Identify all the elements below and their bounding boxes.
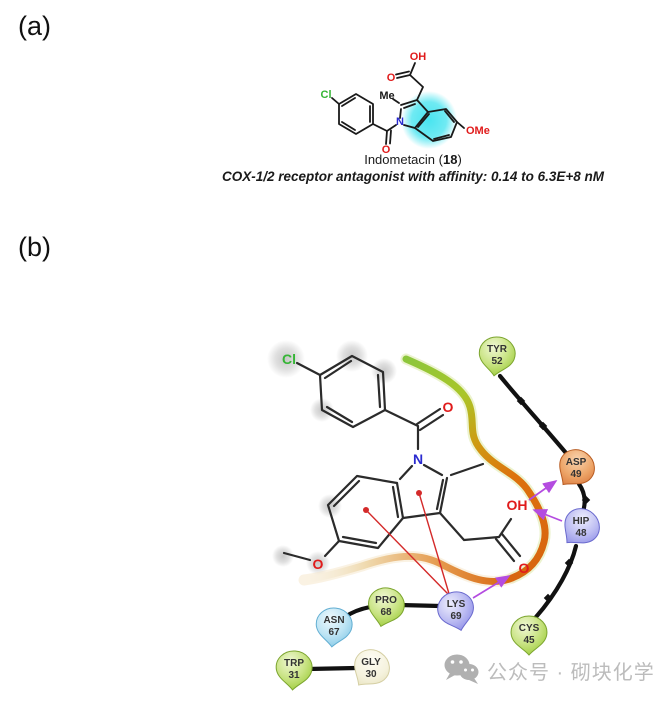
molecule-a: Cl Me N O O OH OMe <box>321 51 490 156</box>
svg-text:69: 69 <box>450 611 462 622</box>
svg-text:ASN: ASN <box>323 615 344 626</box>
oh-label-a: OH <box>410 51 427 63</box>
subcaption-a: COX-1/2 receptor antagonist with affinit… <box>222 169 605 184</box>
indole-benzene-doubles-a <box>417 110 455 140</box>
backbone-trp31-gly30 <box>305 665 359 672</box>
solvent-ribbon <box>298 353 551 587</box>
chlorophenyl-doubles-b <box>323 359 382 424</box>
ome-bond-a <box>456 121 465 129</box>
ribbon-top-underlay <box>400 353 551 584</box>
svg-text:GLY: GLY <box>361 657 381 668</box>
svg-text:48: 48 <box>575 528 587 539</box>
chlorophenyl-double-bonds-a <box>341 97 371 131</box>
methoxy-bonds-b <box>282 539 341 562</box>
o-acid-label-b: O <box>519 560 530 576</box>
cl-label-b: Cl <box>282 351 296 367</box>
o-amide-label-b: O <box>443 399 454 415</box>
panel-b-label: (b) <box>18 232 51 262</box>
ome-label-a: OMe <box>466 125 490 137</box>
benzoyl-bonds-b <box>383 407 445 451</box>
watermark: 公众号 · 砌块化学 <box>444 654 655 684</box>
svg-text:ASP: ASP <box>566 457 587 468</box>
indole-benzene-doubles-b <box>332 479 400 545</box>
svg-text:49: 49 <box>570 469 582 480</box>
svg-text:TRP: TRP <box>284 658 304 669</box>
pyrrole-ring-a <box>399 99 429 129</box>
watermark-text: 公众号 · 砌块化学 <box>487 661 655 684</box>
panel-a: (a) Cl Me N O O OH OMe Indometacin (18) … <box>18 11 605 184</box>
svg-text:68: 68 <box>380 607 392 618</box>
acetic-acid-chain-a <box>395 62 424 101</box>
acetic-acid-bonds-b <box>438 511 522 563</box>
n-label-b: N <box>413 451 423 467</box>
arrow-oh-to-asp49 <box>528 480 558 501</box>
n-label-a: N <box>396 116 404 128</box>
svg-text:HIP: HIP <box>573 516 590 527</box>
svg-text:67: 67 <box>328 627 340 638</box>
wechat-icon <box>444 654 479 684</box>
svg-text:31: 31 <box>288 670 300 681</box>
cl-bond-b <box>295 361 322 377</box>
backbone-bumps <box>516 396 591 603</box>
ribbon-bottom <box>300 552 516 585</box>
indole-highlight-glow <box>401 91 457 149</box>
svg-text:PRO: PRO <box>375 595 397 606</box>
backbone-hip48-cys45 <box>533 543 579 620</box>
hbond-arrows <box>472 480 563 599</box>
pyrrole-ring-b <box>395 463 449 520</box>
me-label-a: Me <box>379 90 394 102</box>
panel-b: (b) <box>18 232 600 691</box>
backbone-tyr52-asp49 <box>497 373 569 456</box>
indole-benzene-a <box>414 108 458 142</box>
svg-text:LYS: LYS <box>447 599 466 610</box>
ring-centroid-dot <box>416 490 422 496</box>
panel-a-label: (a) <box>18 11 51 41</box>
o-amide-label-a: O <box>382 144 391 156</box>
indole-benzene-b <box>326 474 405 550</box>
pi-cation-interactions <box>363 490 451 598</box>
molecule-b: Cl O N O OH O <box>282 351 530 576</box>
o-methoxy-label-b: O <box>313 556 324 572</box>
svg-text:45: 45 <box>523 635 535 646</box>
methyl-bond-b <box>449 462 485 477</box>
arrow-hip48-to-oh <box>532 509 563 522</box>
methyl-bond-a <box>392 98 400 104</box>
oh-label-b: OH <box>507 497 528 513</box>
svg-text:52: 52 <box>491 356 503 367</box>
cl-bond-a <box>331 97 340 105</box>
svg-text:30: 30 <box>365 669 377 680</box>
o-acid-label-a: O <box>387 72 396 84</box>
caption-a: Indometacin (18) <box>364 152 462 167</box>
backbone-pro68-lys69 <box>397 602 443 609</box>
ribbon-top <box>402 355 549 582</box>
ring-centroid-dot <box>363 507 369 513</box>
svg-text:CYS: CYS <box>519 623 540 634</box>
chlorophenyl-ring-a <box>338 93 374 135</box>
svg-text:TYR: TYR <box>487 344 508 355</box>
arrow-lys69-to-o <box>472 575 511 599</box>
cl-label-a: Cl <box>321 89 332 101</box>
benzoyl-bonds-a <box>372 123 397 145</box>
